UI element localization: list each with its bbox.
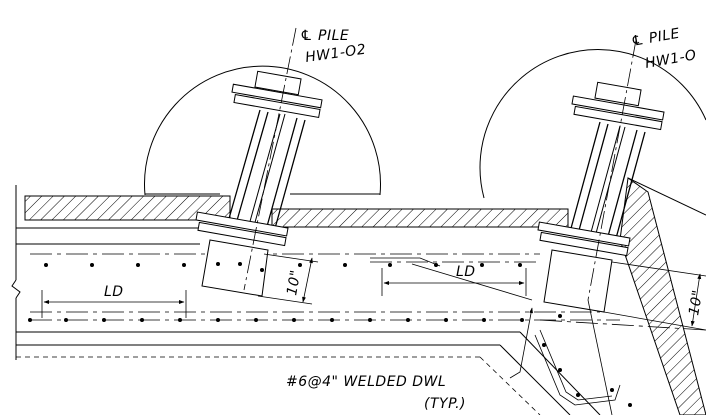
rebar-dot	[102, 318, 106, 322]
rebar-dot	[480, 263, 484, 267]
ld-middle-label: LD	[456, 264, 476, 280]
right-pile-flange-2	[577, 123, 609, 235]
slab-sloped-dashed	[479, 356, 541, 415]
left-embedment-arc	[144, 65, 381, 196]
left-pile-flange-1	[227, 109, 261, 223]
rebar-dot	[292, 318, 296, 322]
left-pile-cap-plate-2	[233, 94, 321, 118]
right-pile-base-plate	[537, 221, 631, 247]
dim-left-dim-line	[302, 257, 313, 303]
rebar-dot	[628, 403, 632, 407]
bent-bar-2	[539, 329, 613, 401]
right-pile-base-plate-2	[539, 231, 629, 257]
left-pile-flange-3	[265, 117, 298, 231]
pile-right-mark: ℄ PILE	[630, 26, 681, 50]
left-pile-base-plate	[195, 211, 289, 237]
slab-sloped-bottom	[519, 331, 601, 415]
rebar-dot	[216, 318, 220, 322]
rebar-dot	[558, 368, 562, 372]
rebar-dot	[444, 318, 448, 322]
dim-left-label: 10"	[284, 269, 304, 297]
slab-sloped-bottom-2	[499, 344, 571, 415]
rebar-dot	[610, 388, 614, 392]
right-pile-web-2	[594, 126, 626, 238]
callout-leader	[509, 307, 533, 379]
rebar-dot	[216, 262, 220, 266]
callout-leader-3	[370, 257, 441, 267]
rebar-dots	[28, 260, 632, 407]
left-pile-web-1	[248, 113, 281, 226]
dim-right-ext-2	[603, 311, 706, 331]
right-pile-flange-3	[606, 129, 638, 241]
callout-leader-2	[411, 263, 533, 301]
rebar-dot	[254, 318, 258, 322]
rebar-dot	[482, 318, 486, 322]
dim-right-ext-1	[611, 261, 706, 277]
right-pile-flange-1	[569, 121, 601, 233]
right-embedment-arc	[479, 49, 706, 199]
rebar-right-line	[539, 319, 706, 331]
rebar-dot	[140, 318, 144, 322]
right-pile-cap-top	[594, 81, 642, 107]
rebar-dot	[388, 263, 392, 267]
pile-left-mark: ℄ PILE	[300, 28, 349, 44]
rebar-dot	[406, 318, 410, 322]
ld-left-label: LD	[104, 284, 124, 300]
left-pile	[195, 27, 323, 297]
left-pile-centerline	[243, 27, 297, 291]
right-pile-cap-plate-2	[573, 105, 663, 131]
rebar-dot	[330, 318, 334, 322]
left-pile-flange-4	[273, 119, 306, 233]
left-pile-flange-2	[235, 111, 269, 225]
left-pile-cap-top	[254, 70, 302, 96]
wall-edge-right	[627, 177, 706, 216]
left-pile-web-2	[253, 113, 286, 227]
callout-main-label: #6@4" WELDED DWL	[286, 374, 446, 390]
rebar-dot	[576, 393, 580, 397]
left-pile-cap-plate	[231, 83, 323, 109]
callout-sub-label: (TYP.)	[424, 396, 466, 412]
rebar-dot	[558, 314, 562, 318]
rebar-dot	[298, 263, 302, 267]
right-pile-flange-4	[614, 131, 646, 243]
slab-hatch-middle	[271, 208, 569, 228]
pile-right-id: HW1-O	[644, 47, 698, 72]
dim-left-ext-2	[257, 295, 313, 305]
rebar-dot	[260, 268, 264, 272]
rebar-dot	[178, 318, 182, 322]
right-pile-stub	[543, 249, 613, 313]
rebar-dot	[182, 263, 186, 267]
right-pile-web-1	[589, 125, 621, 237]
rebar-dot	[343, 263, 347, 267]
rebar-dot	[90, 263, 94, 267]
break-line-zig	[11, 279, 21, 299]
slab-hatch-left	[24, 195, 231, 221]
wall-hatch-right	[619, 177, 706, 415]
rebar-dot	[44, 263, 48, 267]
right-pile-centerline	[587, 39, 637, 301]
bent-bar	[534, 334, 621, 406]
rebar-dot	[542, 343, 546, 347]
right-pile-cap-plate	[571, 95, 665, 121]
rebar-dot	[518, 263, 522, 267]
rebar-dot	[136, 263, 140, 267]
rebar-dot	[238, 262, 242, 266]
right-pile	[537, 39, 665, 415]
right-pile-axis-lower	[587, 299, 613, 415]
dim-right-label: 10"	[686, 289, 706, 317]
rebar-dot	[520, 318, 524, 322]
rebar-dot	[64, 318, 68, 322]
pile-left-id: HW1-O2	[304, 42, 367, 66]
dim-left-ext-1	[263, 253, 319, 263]
dim-right-dim-line	[690, 273, 702, 327]
rebar-dot	[28, 318, 32, 322]
left-pile-stub	[201, 239, 269, 297]
rebar-dot	[368, 318, 372, 322]
left-pile-base-plate-2	[197, 221, 287, 247]
